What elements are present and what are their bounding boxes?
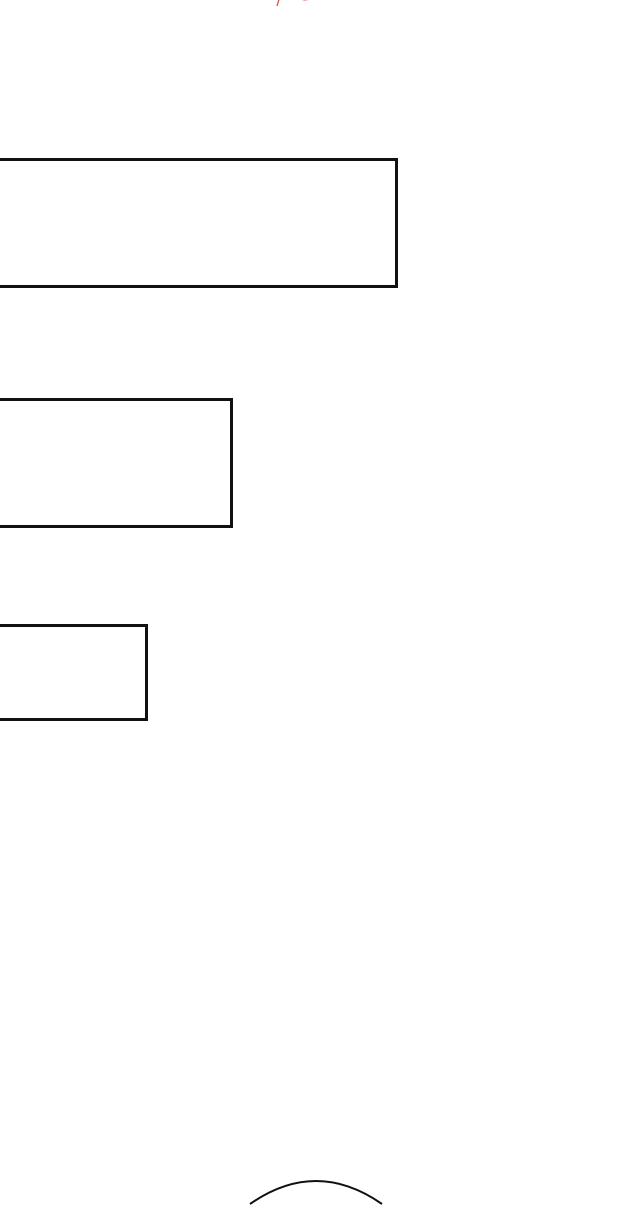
panel-box-medium: [0, 398, 233, 528]
panel-box-small: [0, 624, 148, 721]
panel-box-large: [0, 158, 398, 288]
red-scribble-mark: [276, 0, 308, 7]
bottom-arc-shape: [249, 1180, 383, 1205]
